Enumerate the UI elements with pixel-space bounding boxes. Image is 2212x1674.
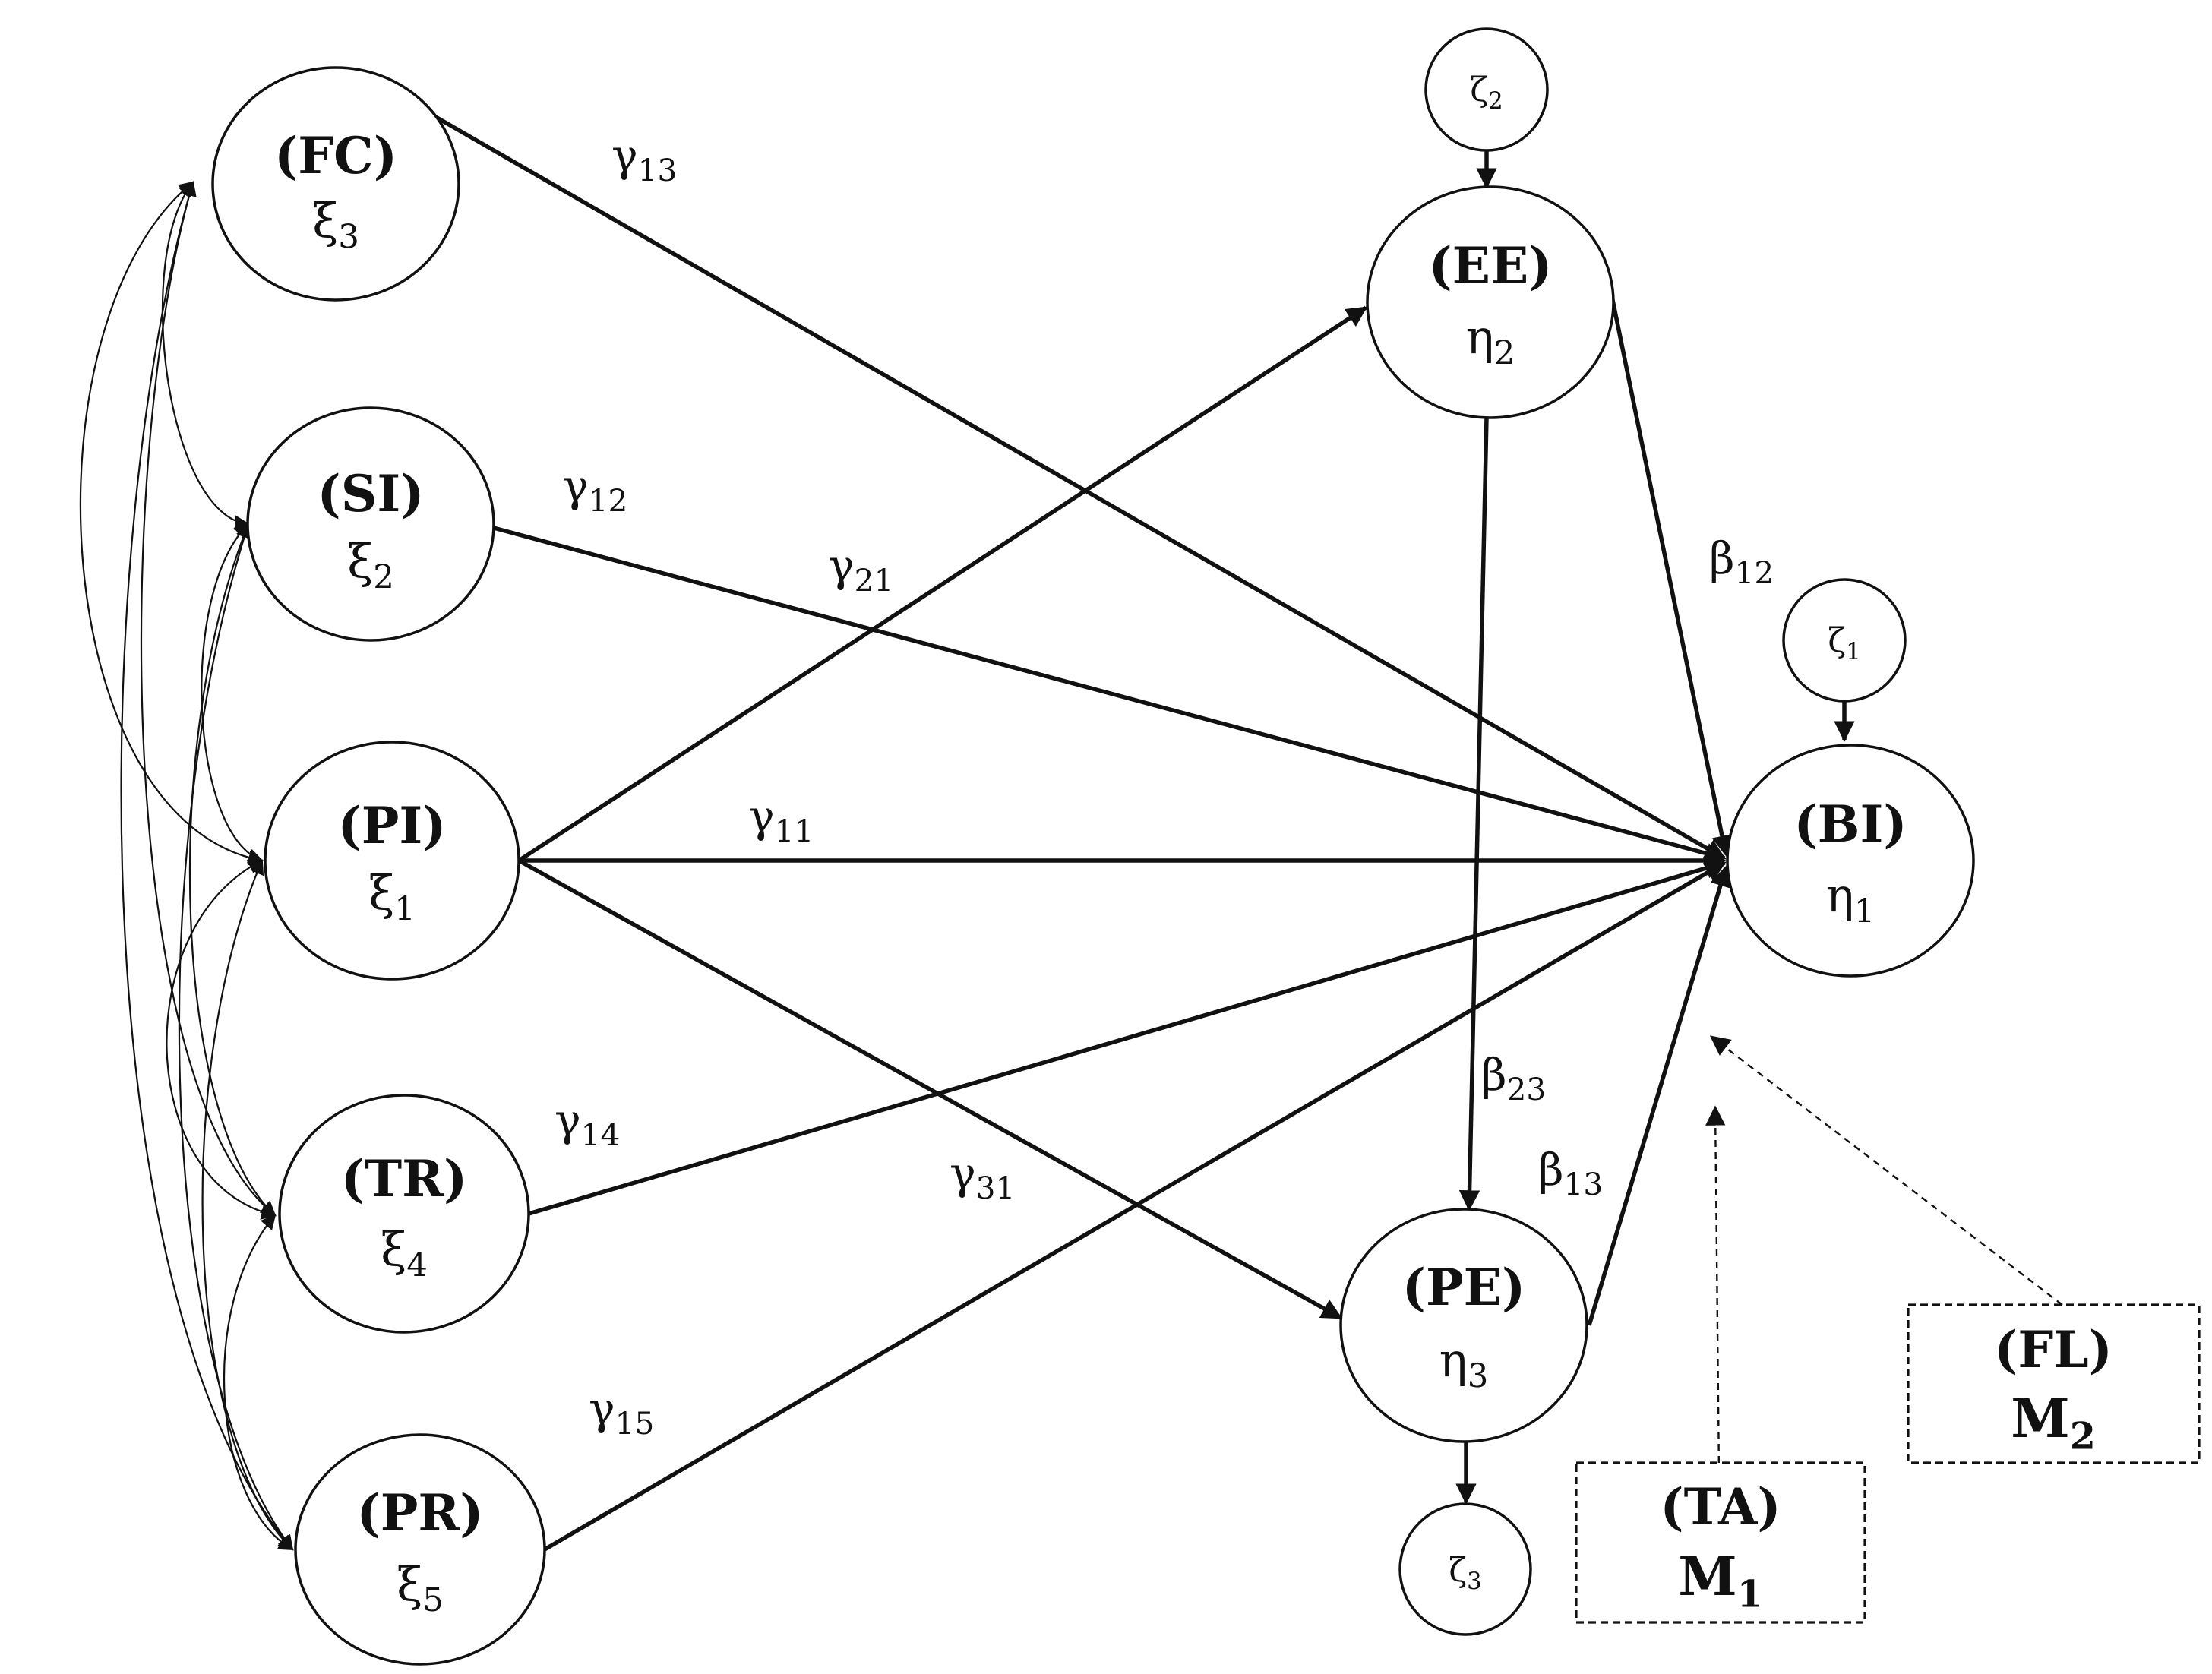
construct-ee-symbol: η2 [1466, 309, 1515, 372]
construct-si-code: (SI) [318, 464, 425, 523]
moderator-fl-code: (FL) [1994, 1320, 2112, 1379]
construct-pe-symbol: η3 [1439, 1332, 1489, 1395]
error-z1: ζ1 [1782, 578, 1907, 703]
label-g11: γ11 [748, 791, 814, 849]
label-g14: γ14 [555, 1094, 620, 1153]
corr-fc-tr [140, 181, 276, 1217]
path-pi-ee [517, 305, 1368, 863]
path-pi-pe [517, 858, 1343, 1320]
label-b23: β23 [1481, 1049, 1546, 1107]
path-pr-bi [543, 861, 1727, 1552]
construct-pi-code: (PI) [338, 796, 447, 855]
label-g13: γ13 [611, 130, 677, 188]
construct-pr: (PR) ξ5 [294, 1433, 546, 1666]
label-g31: γ31 [950, 1148, 1015, 1206]
error-z2: ζ2 [1424, 27, 1549, 152]
construct-tr-symbol: ξ4 [381, 1221, 428, 1284]
path-tr-bi [528, 858, 1727, 1216]
construct-bi-code: (BI) [1793, 794, 1907, 854]
moderator-paths [1705, 1035, 2063, 1476]
construct-si-symbol: ξ2 [347, 533, 394, 596]
corr-si-tr [188, 523, 276, 1217]
construct-pe: (PE) η3 [1339, 1208, 1588, 1443]
path-pe-bi [1587, 865, 1731, 1326]
corr-si-pr [178, 523, 294, 1551]
construct-fc: (FC) ξ3 [211, 66, 460, 302]
structural-paths [422, 108, 1855, 1552]
corr-fc-pr [120, 181, 294, 1551]
svg-text:ζ1: ζ1 [1828, 621, 1860, 665]
svg-text:ζ3: ζ3 [1449, 1551, 1481, 1595]
path-ee-pe [1458, 417, 1489, 1211]
path-fc-bi [422, 108, 1727, 861]
moderator-ta-code: (TA) [1660, 1477, 1781, 1537]
path-si-bi [493, 526, 1727, 864]
construct-fc-symbol: ξ3 [312, 193, 359, 256]
moderator-fl: (FL) M2 [1907, 1303, 2201, 1464]
exogenous-correlations [79, 181, 294, 1551]
corr-si-pi [201, 523, 264, 864]
moderator-fl-symbol: M2 [2011, 1387, 2096, 1458]
path-labels: γ13 γ12 γ21 γ11 γ14 γ31 γ15 β12 β23 β13 [555, 130, 1774, 1442]
moderator-ta: (TA) M1 [1575, 1461, 1866, 1624]
construct-ee-code: (EE) [1428, 236, 1552, 295]
construct-tr: (TR) ξ4 [278, 1094, 530, 1334]
error-z3: ζ3 [1398, 1502, 1532, 1636]
construct-pr-symbol: ξ5 [397, 1556, 444, 1619]
construct-pe-code: (PE) [1402, 1258, 1525, 1317]
construct-pi: (PI) ξ1 [264, 741, 520, 981]
construct-fc-code: (FC) [274, 126, 397, 185]
construct-tr-code: (TR) [341, 1149, 467, 1208]
construct-bi-symbol: η1 [1826, 867, 1875, 930]
corr-pi-pr [201, 859, 294, 1551]
corr-fc-pi [79, 181, 264, 866]
construct-pr-code: (PR) [357, 1483, 484, 1543]
svg-text:ζ2: ζ2 [1470, 71, 1503, 115]
moderation-ta [1705, 1105, 1726, 1476]
corr-tr-pr [223, 1214, 294, 1550]
construct-pi-symbol: ξ1 [368, 865, 416, 928]
construct-bi: (BI) η1 [1726, 744, 1975, 978]
path-ee-bi [1610, 299, 1733, 857]
construct-ee: (EE) η2 [1366, 185, 1615, 419]
label-b13: β13 [1538, 1144, 1603, 1202]
label-b12: β12 [1709, 532, 1774, 591]
moderation-fl [1709, 1035, 2063, 1306]
construct-si: (SI) ξ2 [246, 406, 495, 642]
label-g12: γ12 [562, 460, 627, 519]
moderator-ta-symbol: M1 [1678, 1545, 1763, 1616]
corr-pi-tr [166, 860, 276, 1220]
label-g21: γ21 [828, 540, 893, 599]
label-g15: γ15 [589, 1383, 654, 1442]
